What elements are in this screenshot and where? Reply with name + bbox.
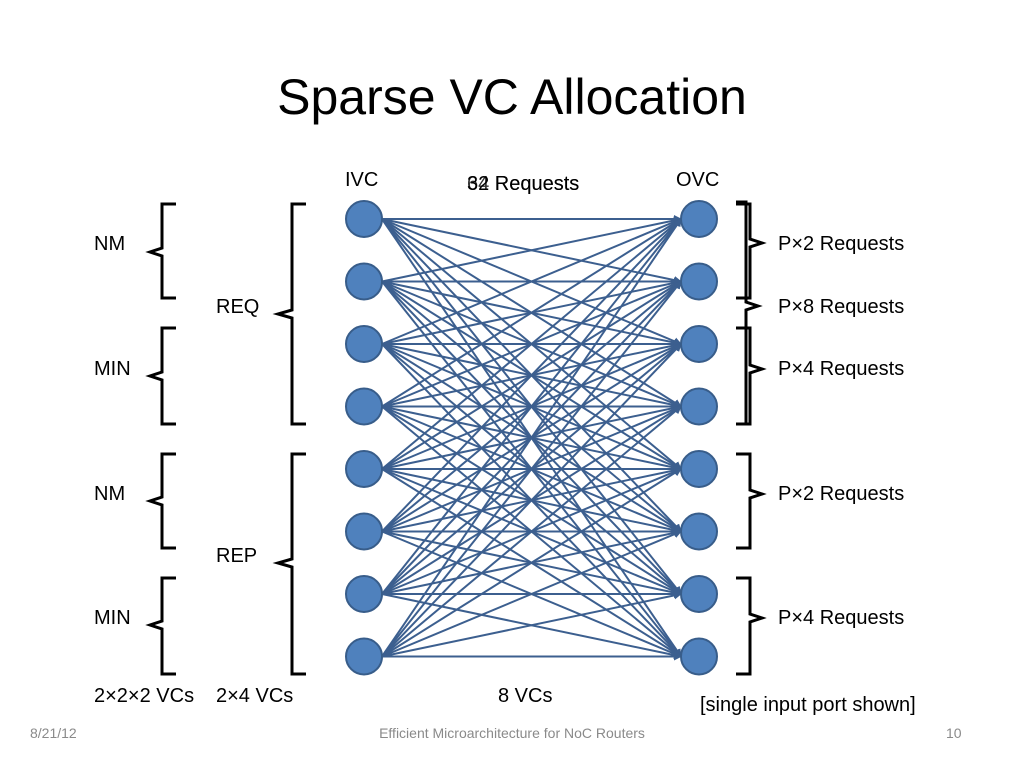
ivc-node-3 — [345, 325, 383, 363]
ovc-node-1 — [680, 200, 718, 238]
edge-8-6 — [381, 530, 682, 658]
top-caption-front: 32 Requests — [467, 173, 580, 195]
inner-group-label-rep: REP — [216, 545, 258, 567]
bottom-label-outer: 2×2×2 VCs — [94, 685, 195, 707]
edge-8-4 — [381, 405, 682, 658]
right-group-label-1: P×2 Requests — [778, 233, 905, 255]
footer-date: 8/21/12 — [30, 725, 77, 741]
ovc-node-7 — [680, 575, 718, 613]
edge-8-5 — [381, 468, 682, 658]
left-group-label-4: MIN — [94, 607, 131, 629]
ovc-node-5 — [680, 450, 718, 488]
bracket-req — [272, 202, 306, 426]
bracket-right-p8 — [736, 200, 763, 426]
ivc-node-6 — [345, 512, 383, 551]
ivc-label: IVC — [345, 169, 379, 191]
left-group-label-3: NM — [94, 483, 126, 505]
edge-8-7 — [381, 591, 682, 658]
footer-center: Efficient Microarchitecture for NoC Rout… — [379, 725, 645, 741]
bracket-rep — [272, 452, 306, 676]
ivc-node-2 — [345, 262, 383, 301]
ovc-node-2 — [680, 262, 718, 301]
edge-3-1 — [381, 218, 682, 345]
edge-2-1 — [381, 216, 682, 283]
edge-8-1 — [381, 218, 682, 658]
ovc-node-3 — [680, 325, 718, 363]
crossbar-edges — [381, 215, 682, 661]
edge-8-3 — [381, 343, 682, 658]
bracket-right-p4-2 — [736, 576, 767, 676]
bracket-right-p2-2 — [736, 452, 767, 550]
ovc-node-4 — [680, 387, 718, 426]
top-caption-back: 64 Requests — [467, 173, 580, 195]
bracket-right-p2-1 — [736, 202, 767, 300]
left-group-label-2: MIN — [94, 358, 131, 380]
bracket-left-min-1 — [145, 326, 176, 426]
edge-4-1 — [381, 218, 682, 408]
edge-7-1 — [381, 218, 682, 595]
left-group-label-1: NM — [94, 233, 126, 255]
edge-5-1 — [381, 218, 682, 470]
group-brackets — [145, 200, 767, 676]
bracket-right-p4-1 — [736, 326, 767, 426]
ovc-nodes — [680, 200, 718, 676]
ivc-node-4 — [345, 387, 383, 426]
ovc-label: OVC — [676, 169, 720, 191]
ivc-node-7 — [345, 575, 383, 613]
right-group-label-3: P×4 Requests — [778, 358, 905, 380]
bottom-label-inner: 2×4 VCs — [216, 685, 294, 707]
inner-group-label-req: REQ — [216, 296, 260, 318]
bracket-left-nm-1 — [145, 202, 176, 300]
ovc-node-6 — [680, 512, 718, 551]
ivc-node-8 — [345, 637, 383, 676]
edge-6-1 — [381, 218, 682, 533]
ivc-node-1 — [345, 200, 383, 238]
bracket-left-nm-2 — [145, 452, 176, 550]
slide-title: Sparse VC Allocation — [277, 69, 747, 125]
bracket-left-min-2 — [145, 576, 176, 676]
ivc-nodes — [345, 200, 383, 676]
bottom-label-center: 8 VCs — [498, 685, 553, 707]
ovc-node-8 — [680, 637, 718, 676]
right-group-label-4: P×2 Requests — [778, 483, 905, 505]
edge-8-2 — [381, 280, 682, 658]
right-group-label-5: P×4 Requests — [778, 607, 905, 629]
bottom-label-note: [single input port shown] — [700, 694, 916, 716]
ivc-node-5 — [345, 450, 383, 488]
footer-page: 10 — [946, 725, 962, 741]
right-group-label-2: P×8 Requests — [778, 296, 905, 318]
